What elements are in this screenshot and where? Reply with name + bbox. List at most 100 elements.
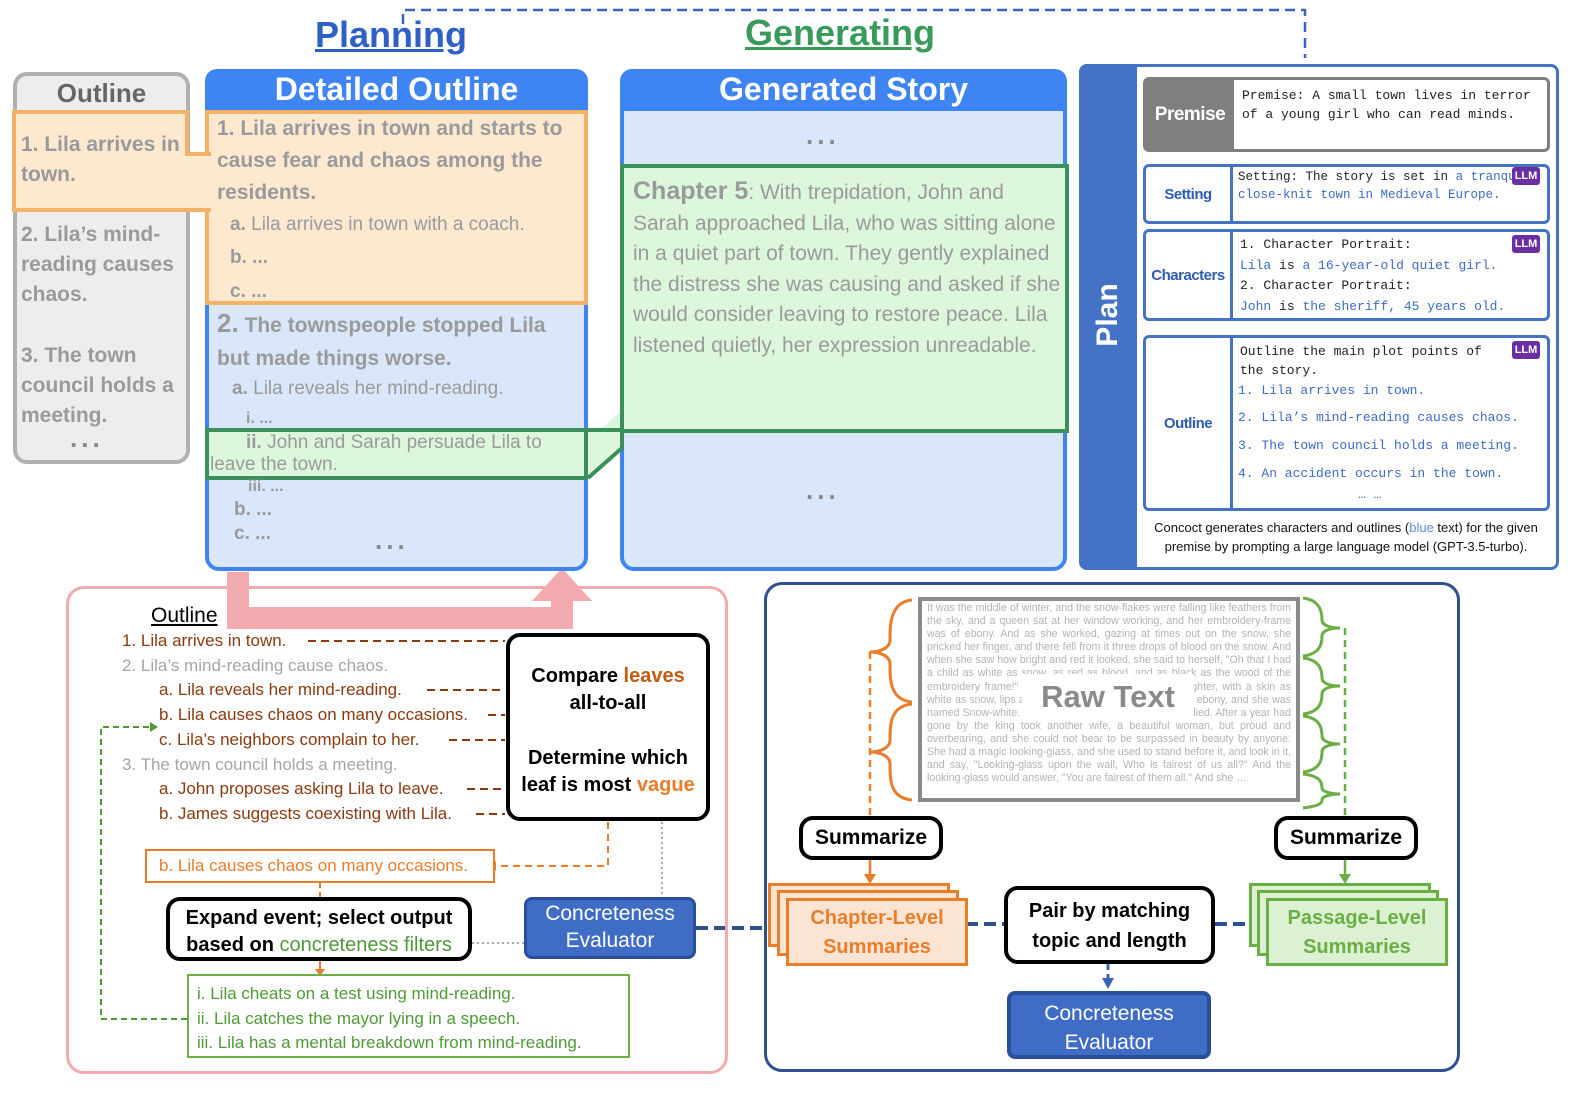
selected-leaf-box: b. Lila causes chaos on many occasions. — [145, 849, 495, 883]
outline-item-3: 3. The town council holds a meeting. — [21, 344, 174, 427]
char1-desc: a 16-year-old quiet girl. — [1302, 257, 1498, 273]
story-top-ellipsis: ... — [806, 120, 840, 150]
plan-caption-end: text) for the given premise by prompting… — [1164, 520, 1538, 554]
detailed-item-2: 2. The townspeople stopped Lila but made… — [217, 307, 577, 375]
determine-vague: vague — [636, 774, 695, 796]
characters-label: Characters — [1146, 232, 1233, 318]
detailed-item-1a-num: a. — [230, 214, 246, 235]
bl-line-2a: a. Lila reveals her mind-reading. — [159, 680, 402, 699]
expanded-outputs-box: i. Lila cheats on a test using mind-read… — [187, 974, 630, 1058]
determine-line-2: leaf is most vague — [510, 772, 706, 799]
char1-line: Lila is a 16-year-old quiet girl. — [1240, 256, 1546, 277]
expand-filters: concreteness filters — [279, 934, 452, 956]
compare-line-1: Compare leaves — [510, 663, 706, 690]
detailed-item-1b: b. ... — [230, 247, 268, 268]
detailed-item-2a-ii: ii. John and Sarah persuade Lila to leav… — [210, 432, 582, 476]
plan-outline-row — [1143, 335, 1550, 511]
detailed-item-2a-ii-box — [205, 428, 588, 480]
char2-line: John is the sheriff, 45 years old. — [1240, 297, 1546, 318]
detailed-item-2a-ii-num: ii. — [246, 432, 262, 453]
bl-line-3: 3. The town council holds a meeting. — [122, 755, 398, 774]
bl-line-2b: b. Lila causes chaos on many occasions. — [159, 705, 469, 724]
detailed-item-1a-text: Lila arrives in town with a coach. — [251, 214, 525, 235]
detailed-item-2a-iii: iii. ... — [248, 478, 284, 495]
concreteness-evaluator-left: Concreteness Evaluator — [524, 897, 696, 959]
planning-title: Planning — [315, 14, 467, 55]
plan-outline-item-3: 3. The town council holds a meeting. — [1238, 438, 1519, 453]
evaluator-training-panel — [764, 582, 1460, 1072]
detailed-item-1: 1. Lila arrives in town and starts to ca… — [217, 113, 579, 209]
detailed-item-1-num: 1. — [217, 117, 235, 140]
characters-row — [1143, 229, 1550, 321]
detailed-item-2-num: 2. — [217, 308, 239, 338]
story-bottom-ellipsis: ... — [806, 475, 840, 505]
plan-caption: Concoct generates characters and outline… — [1138, 518, 1554, 556]
bl-outline-title: Outline — [151, 604, 218, 627]
concreteness-panel — [66, 586, 728, 1074]
plan-label: Plan — [1091, 283, 1124, 347]
chapter-body: : With trepidation, John and Sarah appro… — [633, 181, 1061, 357]
plan-outline-more: … … — [1358, 487, 1382, 502]
summarize-left: Summarize — [799, 816, 943, 860]
determine-line-1: Determine which — [527, 747, 689, 769]
setting-row — [1143, 164, 1550, 224]
summarize-right: Summarize — [1274, 816, 1418, 860]
detailed-item-2a-i: i. ... — [246, 410, 273, 427]
generating-title: Generating — [745, 12, 936, 53]
compare-box: Compare leaves all-to-all Determine whic… — [506, 633, 710, 821]
setting-prefix: Setting: The story is set in — [1238, 170, 1449, 184]
detailed-item-2a-ii-text: John and Sarah persuade Lila to leave th… — [210, 432, 542, 475]
chapter-summaries-box: Chapter-Level Summaries — [786, 898, 968, 966]
premise-label: Premise — [1146, 80, 1234, 149]
chapter-label: Chapter 5 — [633, 177, 749, 205]
detailed-item-1-box — [205, 110, 588, 305]
concreteness-evaluator-right: Concreteness Evaluator — [1007, 991, 1211, 1059]
char1-is: is — [1279, 257, 1295, 273]
detailed-item-2a-num: a. — [232, 378, 248, 399]
char2-desc: the sheriff, 45 years old. — [1302, 298, 1506, 314]
bl-line-3b: b. James suggests coexisting with Lila. — [159, 804, 452, 823]
outline-panel-title: Outline — [56, 78, 147, 108]
bl-line-2: 2. Lila’s mind-reading cause chaos. — [122, 656, 389, 675]
plan-outline-item-1: 1. Lila arrives in town. — [1238, 383, 1426, 398]
detailed-item-2b: b. ... — [234, 499, 272, 520]
plan-caption-blue: blue — [1409, 520, 1434, 535]
compare-leaves: leaves — [623, 665, 685, 687]
compare-line-2: all-to-all — [569, 692, 647, 714]
generated-story-title: Generated Story — [620, 69, 1067, 111]
output-3: iii. Lila has a mental breakdown from mi… — [197, 1033, 582, 1052]
plan-outline-item-2: 2. Lila’s mind-reading causes chaos. — [1238, 410, 1519, 425]
plan-caption-start: Concoct generates characters and outline… — [1154, 520, 1410, 535]
outline-item-1: 1. Lila arrives in town. — [21, 133, 180, 186]
plan-outline-label: Outline — [1146, 338, 1233, 508]
characters-text: 1. Character Portrait: Lila is a 16-year… — [1240, 235, 1546, 317]
expand-line-1: Expand event; select output — [185, 907, 453, 929]
bl-line-1: 1. Lila arrives in town. — [122, 631, 287, 650]
llm-badge-outline: LLM — [1512, 341, 1540, 359]
char1-name: Lila — [1240, 257, 1272, 273]
detailed-outline-ellipsis: ... — [375, 525, 409, 555]
plan-outline-intro: Outline the main plot points of the stor… — [1240, 344, 1482, 378]
determine-text: leaf is most — [521, 774, 637, 796]
setting-label: Setting — [1146, 167, 1233, 221]
outline-ellipsis: ... — [70, 423, 104, 453]
output-2: ii. Lila catches the mayor lying in a sp… — [197, 1008, 521, 1028]
char2-is: is — [1279, 298, 1295, 314]
passage-summaries-box: Passage-Level Summaries — [1266, 898, 1448, 966]
detailed-item-2c: c. ... — [234, 523, 271, 544]
detailed-item-1a: a. Lila arrives in town with a coach. — [230, 214, 525, 236]
raw-text-label: Raw Text — [1022, 674, 1194, 720]
bl-line-3a: a. John proposes asking Lila to leave. — [159, 779, 444, 798]
expand-box: Expand event; select output based on con… — [166, 897, 472, 961]
outline-item-2: 2. Lila’s mind-reading causes chaos. — [21, 223, 174, 306]
detailed-outline-title: Detailed Outline — [205, 69, 588, 111]
detailed-item-1-text: Lila arrives in town and starts to cause… — [217, 117, 563, 204]
detailed-item-2a-text: Lila reveals her mind-reading. — [253, 378, 504, 399]
llm-badge-setting: LLM — [1512, 167, 1540, 185]
expand-text: based on — [186, 934, 280, 956]
chapter-text: Chapter 5: With trepidation, John and Sa… — [633, 176, 1061, 361]
premise-text: Premise: A small town lives in terror of… — [1242, 88, 1531, 122]
detailed-item-2a: a. Lila reveals her mind-reading. — [232, 378, 503, 400]
